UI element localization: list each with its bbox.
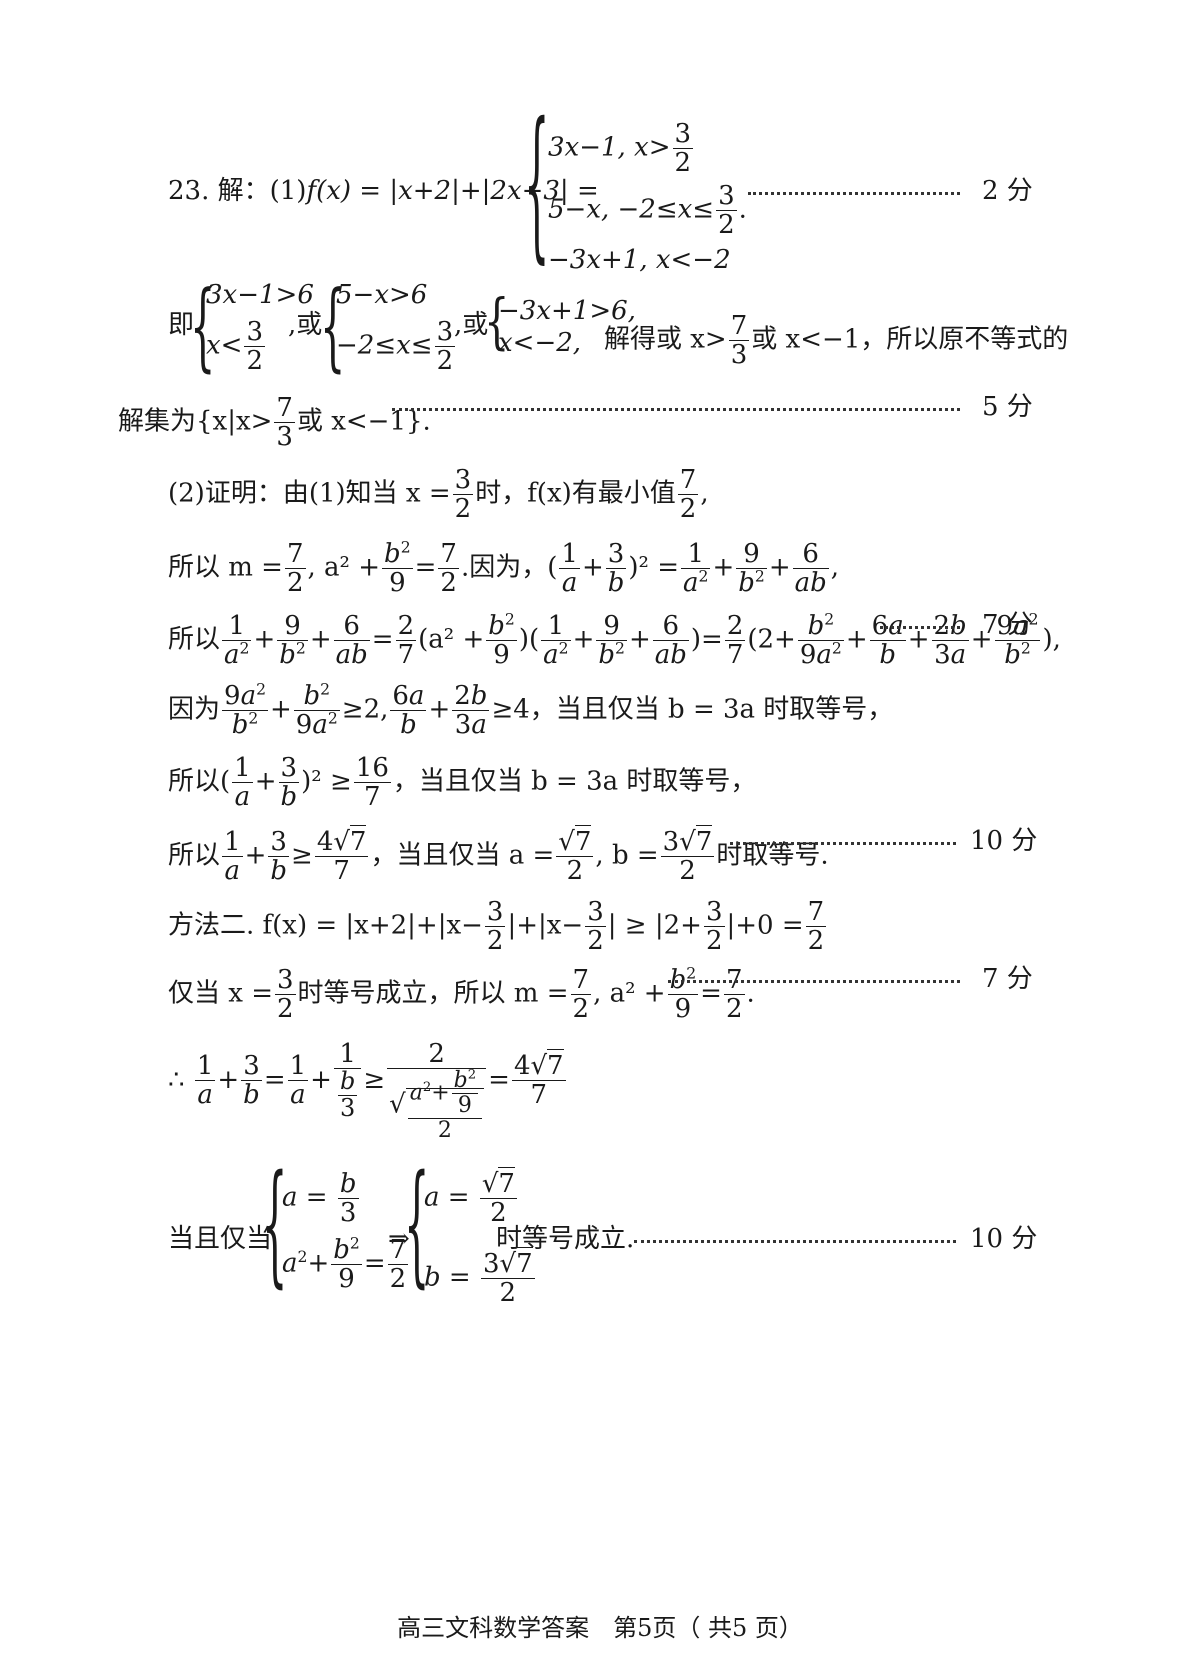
or-1: ,或	[288, 310, 323, 340]
sys3-line1: −3x+1>6,	[498, 296, 636, 326]
dot-leader	[748, 192, 960, 195]
dot-leader	[730, 842, 956, 845]
q23-header: 23. 解：(1)f(x) = |x+2|+|2x−3| =	[168, 178, 599, 204]
last-label: 当且仅当	[168, 1224, 273, 1254]
sys2-line1: 5−x>6	[336, 280, 428, 310]
score-10: 10 分	[970, 826, 1038, 856]
score-5: 5 分	[982, 392, 1033, 422]
brace-sys3: {	[484, 287, 510, 357]
dot-leader	[668, 980, 960, 983]
brace-sys2: {	[320, 272, 346, 384]
implies-arrow: ⇒	[388, 1224, 410, 1254]
brace-sys1: {	[190, 272, 216, 384]
f-definition: f(x) = |x+2|+|2x−3| =	[306, 176, 599, 206]
score-7: 7 分	[982, 610, 1033, 640]
score-10b: 10 分	[970, 1224, 1038, 1254]
sys1-line1: 3x−1>6	[206, 280, 314, 310]
sys3-line2: x<−2,	[498, 328, 582, 358]
left-brace: {	[524, 91, 550, 281]
brace-last1: {	[262, 1150, 288, 1302]
ji-label: 即	[168, 310, 195, 340]
brace-last2: {	[404, 1150, 430, 1302]
case-3: −3x+1, x<−2	[548, 245, 731, 275]
last-tail: 时等号成立.	[496, 1224, 635, 1254]
dot-leader	[392, 408, 960, 411]
question-number: 23. 解：(1)	[168, 176, 307, 206]
page-footer: 高三文科数学答案 第5页（ 共5 页）	[397, 1614, 803, 1642]
score-7b: 7 分	[982, 964, 1033, 994]
score-2: 2 分	[982, 176, 1033, 206]
dot-leader	[880, 626, 960, 629]
or-2: ,或	[454, 310, 489, 340]
dot-leader	[634, 1240, 956, 1243]
